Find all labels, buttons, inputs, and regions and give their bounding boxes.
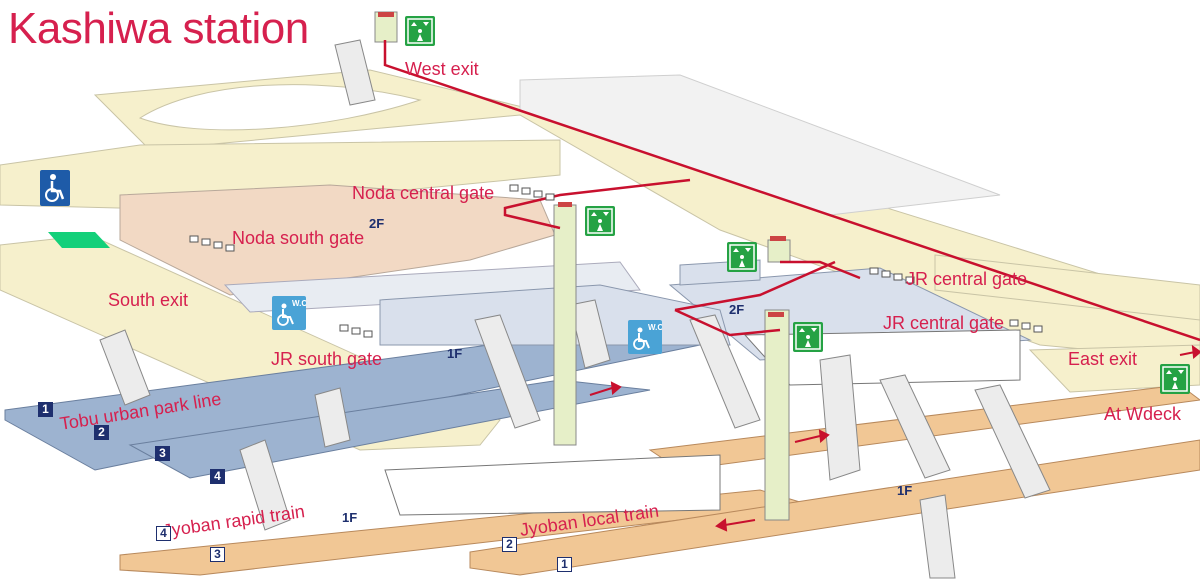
jr-central-gate-lower-label[interactable]: JR central gate: [883, 313, 1005, 333]
floor-2f-tobu: 2F: [369, 216, 385, 231]
jr-south-gate-label[interactable]: JR south gate: [271, 349, 383, 369]
wheelchair-glyph-icon: [45, 174, 65, 202]
east-exit-label[interactable]: East exit: [1068, 349, 1138, 369]
elevator-icon[interactable]: [727, 242, 757, 272]
elevator-glyph-icon: [729, 244, 755, 270]
stairs: [99, 39, 1051, 579]
elevator-icon[interactable]: [793, 322, 823, 352]
track-number-rapid-3: 3: [210, 547, 225, 562]
wc-glyph-icon: W.C: [633, 323, 663, 350]
floor-1f-rapid: 1F: [342, 510, 358, 525]
route-lines: [383, 40, 1200, 342]
track-number-local-1: 1: [557, 557, 572, 572]
wheelchair-icon[interactable]: [40, 170, 70, 206]
track-number-tobu-4: 4: [210, 469, 225, 484]
map-title: Kashiwa station: [8, 4, 309, 53]
south-exit-marker: [48, 232, 110, 248]
jr-central-gate-upper-label[interactable]: JR central gate: [906, 269, 1028, 289]
wc-text: W.C: [648, 323, 662, 332]
at-wdeck-label[interactable]: At Wdeck: [1104, 404, 1182, 424]
pillars: [374, 11, 791, 521]
elevator-icon[interactable]: [405, 16, 435, 46]
elevator-glyph-icon: [407, 18, 433, 44]
floor-1f-local: 1F: [897, 483, 913, 498]
wc-icon[interactable]: W.C: [272, 296, 307, 330]
floor-1f-tobu: 1F: [447, 346, 463, 361]
track-number-rapid-4: 4: [156, 526, 171, 541]
elevator-glyph-icon: [587, 208, 613, 234]
direction-arrows: [589, 344, 1200, 532]
elevator-icon[interactable]: [585, 206, 615, 236]
pillar-caps: [378, 12, 786, 317]
noda-south-gate-label[interactable]: Noda south gate: [232, 228, 365, 248]
west-exit-label[interactable]: West exit: [405, 59, 479, 79]
tobu-concourse: [119, 184, 641, 313]
gate-rows: [189, 184, 1043, 338]
floor-2f-jr: 2F: [729, 302, 745, 317]
south-exit-label[interactable]: South exit: [108, 290, 189, 310]
track-number-tobu-3: 3: [155, 446, 170, 461]
wc-text: W.C: [292, 299, 306, 308]
wc-icon[interactable]: W.C: [628, 320, 663, 354]
wc-glyph-icon: W.C: [277, 299, 307, 326]
elevator-glyph-icon: [1162, 366, 1188, 392]
elevator-icon[interactable]: [1160, 364, 1190, 394]
noda-central-gate-label[interactable]: Noda central gate: [352, 183, 495, 203]
track-number-tobu-2: 2: [94, 425, 109, 440]
elevator-glyph-icon: [795, 324, 821, 350]
track-number-tobu-1: 1: [38, 402, 53, 417]
track-number-local-2: 2: [502, 537, 517, 552]
